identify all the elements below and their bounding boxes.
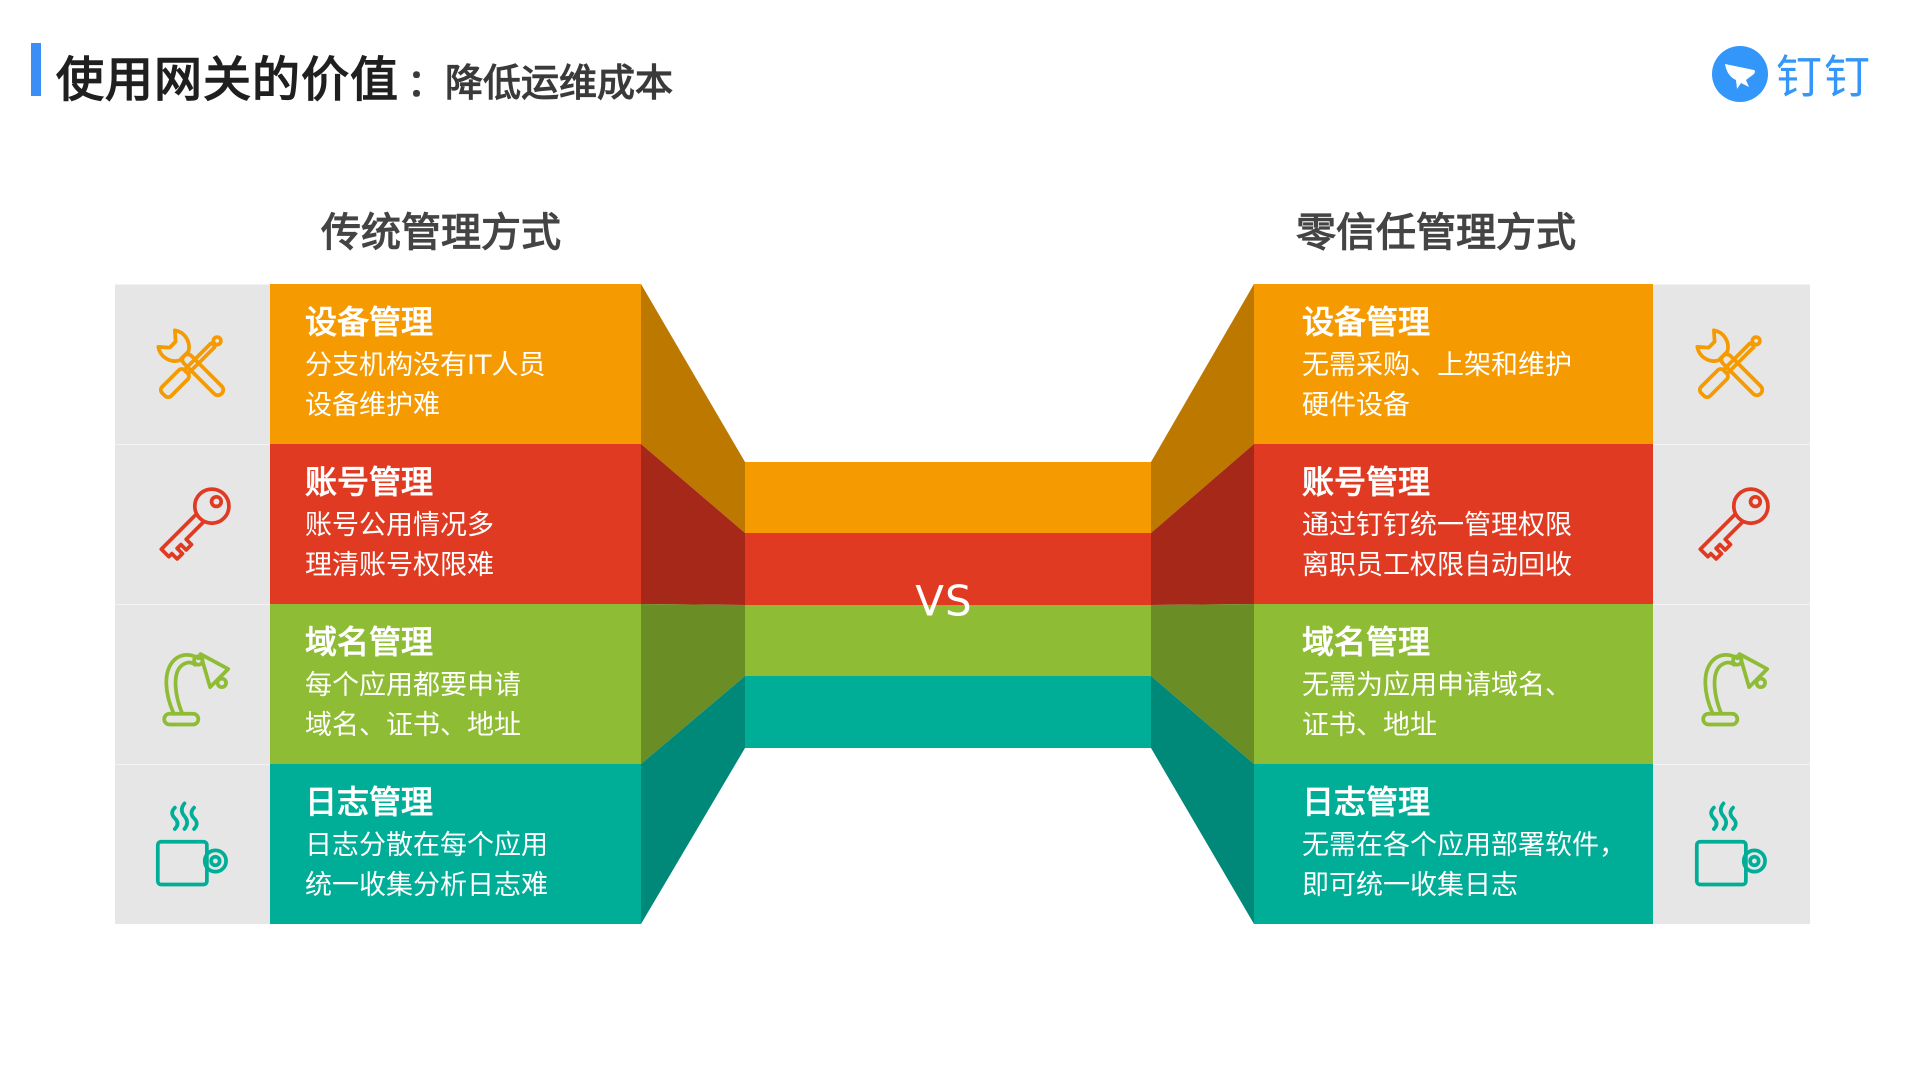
right-heading: 零信任管理方式 [1296,210,1576,256]
dingtalk-logo: 钉钉 [1712,44,1872,104]
left-block-line: 日志分散在每个应用 [305,830,548,861]
left-block-title: 日志管理 [305,783,434,821]
right-block-line: 无需采购、上架和维护 [1302,350,1572,381]
left-block-line: 设备维护难 [305,390,440,421]
right-icon-cell-device [1653,284,1810,444]
left-block-log: 日志管理 日志分散在每个应用 统一收集分析日志难 [270,764,641,924]
page-title: 使用网关的价值 ：降低运维成本 [56,40,673,108]
right-block-line: 即可统一收集日志 [1302,870,1518,901]
right-block-device: 设备管理 无需采购、上架和维护 硬件设备 [1254,284,1653,444]
left-block-line: 统一收集分析日志难 [305,870,548,901]
right-connector-log [1151,676,1254,924]
left-connector-account [641,444,745,605]
logo-wing [1725,64,1755,89]
right-block-title: 账号管理 [1302,463,1431,501]
right-block-account: 账号管理 通过钉钉统一管理权限 离职员工权限自动回收 [1254,444,1653,604]
left-icon-cell-domain [115,604,270,764]
right-icon-cell-log [1653,764,1810,924]
left-block-device: 设备管理 分支机构没有IT人员 设备维护难 [270,284,641,444]
tools-icon [155,327,225,399]
right-block-title: 设备管理 [1302,303,1431,341]
right-block-line: 离职员工权限自动回收 [1302,550,1572,581]
left-icon-cell-log [115,764,270,924]
right-block-line: 硬件设备 [1302,390,1410,421]
right-block-title: 域名管理 [1302,623,1431,661]
key-icon [1697,486,1770,561]
right-block-line: 无需在各个应用部署软件， [1302,830,1626,861]
left-block-title: 域名管理 [305,623,434,661]
left-block-domain: 域名管理 每个应用都要申请 域名、证书、地址 [270,604,641,764]
right-block-line: 无需为应用申请域名、 [1302,670,1572,701]
left-icon-cell-account [115,444,270,604]
page-title-main: 使用网关的价值 [56,52,400,108]
right-connector-domain [1151,604,1254,764]
right-block-domain: 域名管理 无需为应用申请域名、 证书、地址 [1254,604,1653,764]
page-subtitle: ：降低运维成本 [407,61,674,105]
left-connector-domain [641,604,745,764]
left-block-title: 账号管理 [305,463,434,501]
dingtalk-logo-icon [1712,46,1768,102]
title-accent-bar [31,43,41,96]
key-icon [158,486,231,561]
desk-lamp-icon [161,651,230,726]
left-icon-cell-device [115,284,270,444]
logo-text: 钉钉 [1776,50,1872,104]
left-block-line: 账号公用情况多 [305,510,494,541]
right-block-line: 通过钉钉统一管理权限 [1302,510,1572,541]
coffee-mug-icon [1694,801,1767,886]
left-block-line: 分支机构没有IT人员 [305,350,546,381]
left-block-line: 域名、证书、地址 [305,710,521,741]
left-block-line: 理清账号权限难 [305,550,494,581]
right-icon-cell-account [1653,444,1810,604]
vs-label: VS [915,576,973,626]
right-block-title: 日志管理 [1302,783,1431,821]
desk-lamp-icon [1700,651,1769,726]
band-device [745,462,1151,534]
coffee-mug-icon [155,801,228,886]
right-block-log: 日志管理 无需在各个应用部署软件， 即可统一收集日志 [1254,764,1653,924]
left-block-line: 每个应用都要申请 [305,670,521,701]
right-connector-account [1151,444,1254,605]
right-icon-cell-domain [1653,604,1810,764]
band-log [745,676,1151,748]
left-block-title: 设备管理 [305,303,434,341]
left-heading: 传统管理方式 [321,210,561,256]
left-connector-log [641,676,745,924]
left-block-account: 账号管理 账号公用情况多 理清账号权限难 [270,444,641,604]
right-block-line: 证书、地址 [1302,710,1437,741]
right-connector-device [1151,284,1254,533]
tools-icon [1694,327,1764,399]
left-connector-device [641,284,745,533]
